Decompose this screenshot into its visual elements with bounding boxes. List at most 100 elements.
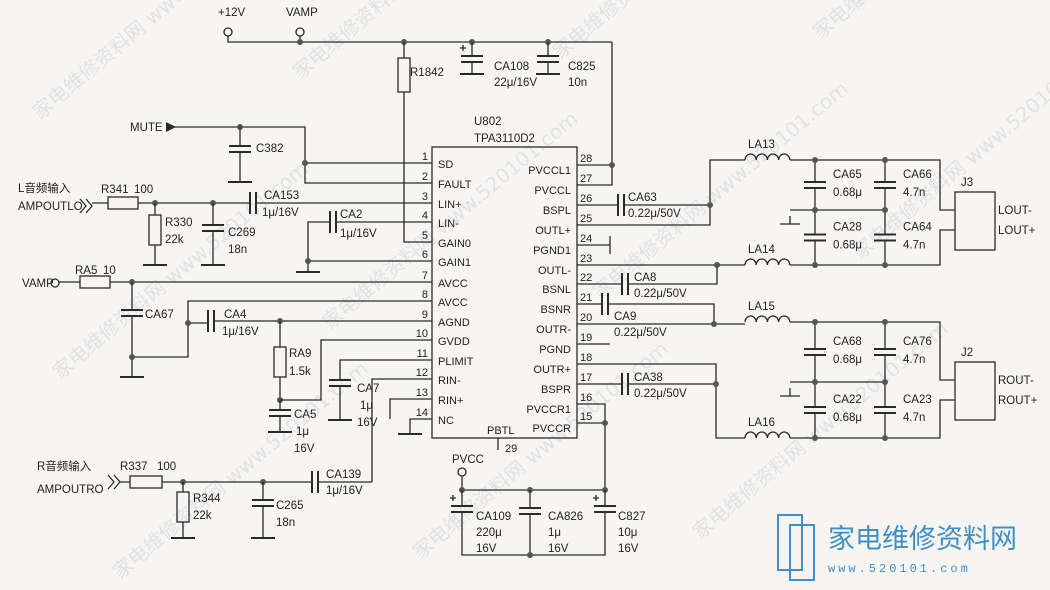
pin-number: 3 [422, 191, 428, 203]
polarity-mark [460, 45, 466, 51]
resistor [148, 214, 162, 246]
background-watermark: 家电维修资料网 www.520101.com [808, 0, 1050, 44]
capacitor [601, 293, 609, 315]
resistor [273, 346, 287, 378]
label-capacitor: CA22 [833, 394, 862, 406]
pin-name: GAIN0 [438, 238, 471, 250]
capacitor [594, 505, 616, 513]
capacitor [461, 55, 483, 63]
label-c382: C382 [256, 143, 284, 155]
label-c269: C269 [228, 227, 256, 239]
pin-name: RIN- [438, 375, 461, 387]
pin-number: 17 [580, 372, 592, 384]
value-c269: 18n [228, 244, 247, 256]
voltage-c827: 16V [618, 543, 639, 555]
pin-name: AVCC [438, 278, 468, 290]
wire [280, 339, 432, 401]
pin-name: NC [438, 415, 454, 427]
pin-name: LIN- [438, 218, 459, 230]
net-label-mute: MUTE [130, 122, 163, 134]
pin-number: 23 [580, 253, 592, 265]
connector-box [954, 191, 996, 251]
connector-chevron-icon [107, 474, 121, 490]
junction-dot [812, 319, 818, 325]
junction-dot [714, 262, 720, 268]
inductor [744, 431, 791, 439]
connector-pin-label: ROUT+ [998, 395, 1038, 407]
inductor [744, 153, 791, 161]
pin-name: OUTR+ [533, 364, 571, 376]
pin-name: BSNL [542, 284, 571, 296]
value-ca109: 220μ [476, 527, 502, 539]
label-inductor: LA16 [748, 417, 775, 429]
ground-symbol [780, 216, 800, 225]
value-ra9: 1.5k [289, 366, 311, 378]
voltage-ca7: 16V [357, 417, 378, 429]
input-label-right: AMPOUTRO [37, 484, 104, 496]
pin-name: OUTL+ [535, 225, 571, 237]
wire [371, 378, 432, 482]
value-capacitor: 4.7n [903, 354, 925, 366]
label-capacitor: CA64 [903, 222, 932, 234]
pin-number: 29 [505, 443, 517, 455]
label-ca139: CA139 [326, 469, 361, 481]
junction-dot [812, 157, 818, 163]
terminal-circle [50, 278, 60, 288]
pin-name: LIN+ [438, 199, 462, 211]
connector-chevron-icon [79, 198, 93, 214]
junction-dot [882, 207, 888, 213]
junction-dot [707, 202, 713, 208]
inductor [744, 258, 791, 266]
net-label-vamp: VAMP [286, 7, 318, 19]
wire [188, 320, 432, 324]
pin-name: BSNR [540, 304, 571, 316]
pin-number: 24 [580, 233, 592, 245]
pin-number: 7 [422, 270, 428, 282]
label-ca2: CA2 [340, 209, 362, 221]
value-ca7: 1μ [360, 400, 373, 412]
background-watermark: 家电维修资料网 www.520101.com [548, 0, 813, 64]
input-label-cn: L音频输入 [18, 181, 71, 195]
pin-number: 5 [422, 230, 428, 242]
pin-number: 12 [416, 367, 428, 379]
label-ca63: CA63 [628, 192, 657, 204]
wire [790, 159, 955, 266]
ic-body [431, 146, 578, 439]
wire [790, 321, 955, 439]
label-ca108: CA108 [494, 61, 529, 73]
value-capacitor: 0.68μ [833, 412, 862, 424]
pin-number: 16 [580, 392, 592, 404]
value-r330: 22k [165, 234, 184, 246]
capacitor [252, 499, 274, 507]
background-watermark: 家电维修资料网 www.520101.com [588, 76, 853, 304]
value-ra5: 10 [103, 265, 116, 277]
capacitor [617, 194, 625, 216]
junction-dot [185, 320, 191, 326]
pin-number: 10 [416, 328, 428, 340]
value-capacitor: 4.7n [903, 187, 925, 199]
terminal-circle [457, 467, 467, 477]
capacitor [804, 406, 826, 414]
label-ra9: RA9 [289, 348, 311, 360]
label-capacitor: CA68 [833, 336, 862, 348]
pin-number: 8 [422, 289, 428, 301]
capacitor [537, 55, 559, 63]
ic-reference: U802 [474, 116, 502, 128]
capacitor [207, 310, 215, 332]
label-c265: C265 [276, 500, 304, 512]
pin-number: 18 [580, 352, 592, 364]
voltage-ca109: 16V [476, 543, 497, 555]
pin-name: BSPR [541, 384, 571, 396]
wire [577, 42, 613, 186]
value-ca139: 1μ/16V [326, 485, 363, 497]
connector-label: J3 [961, 177, 973, 189]
label-ca109: CA109 [476, 511, 511, 523]
watermark-logo-text: 家电维修资料网 [828, 524, 1017, 555]
value-c265: 18n [276, 517, 295, 529]
wire [131, 282, 432, 377]
value-ca63: 0.22μ/50V [628, 208, 681, 220]
value-ca9: 0.22μ/50V [614, 327, 667, 339]
wire [339, 359, 432, 420]
inductor [744, 315, 791, 323]
